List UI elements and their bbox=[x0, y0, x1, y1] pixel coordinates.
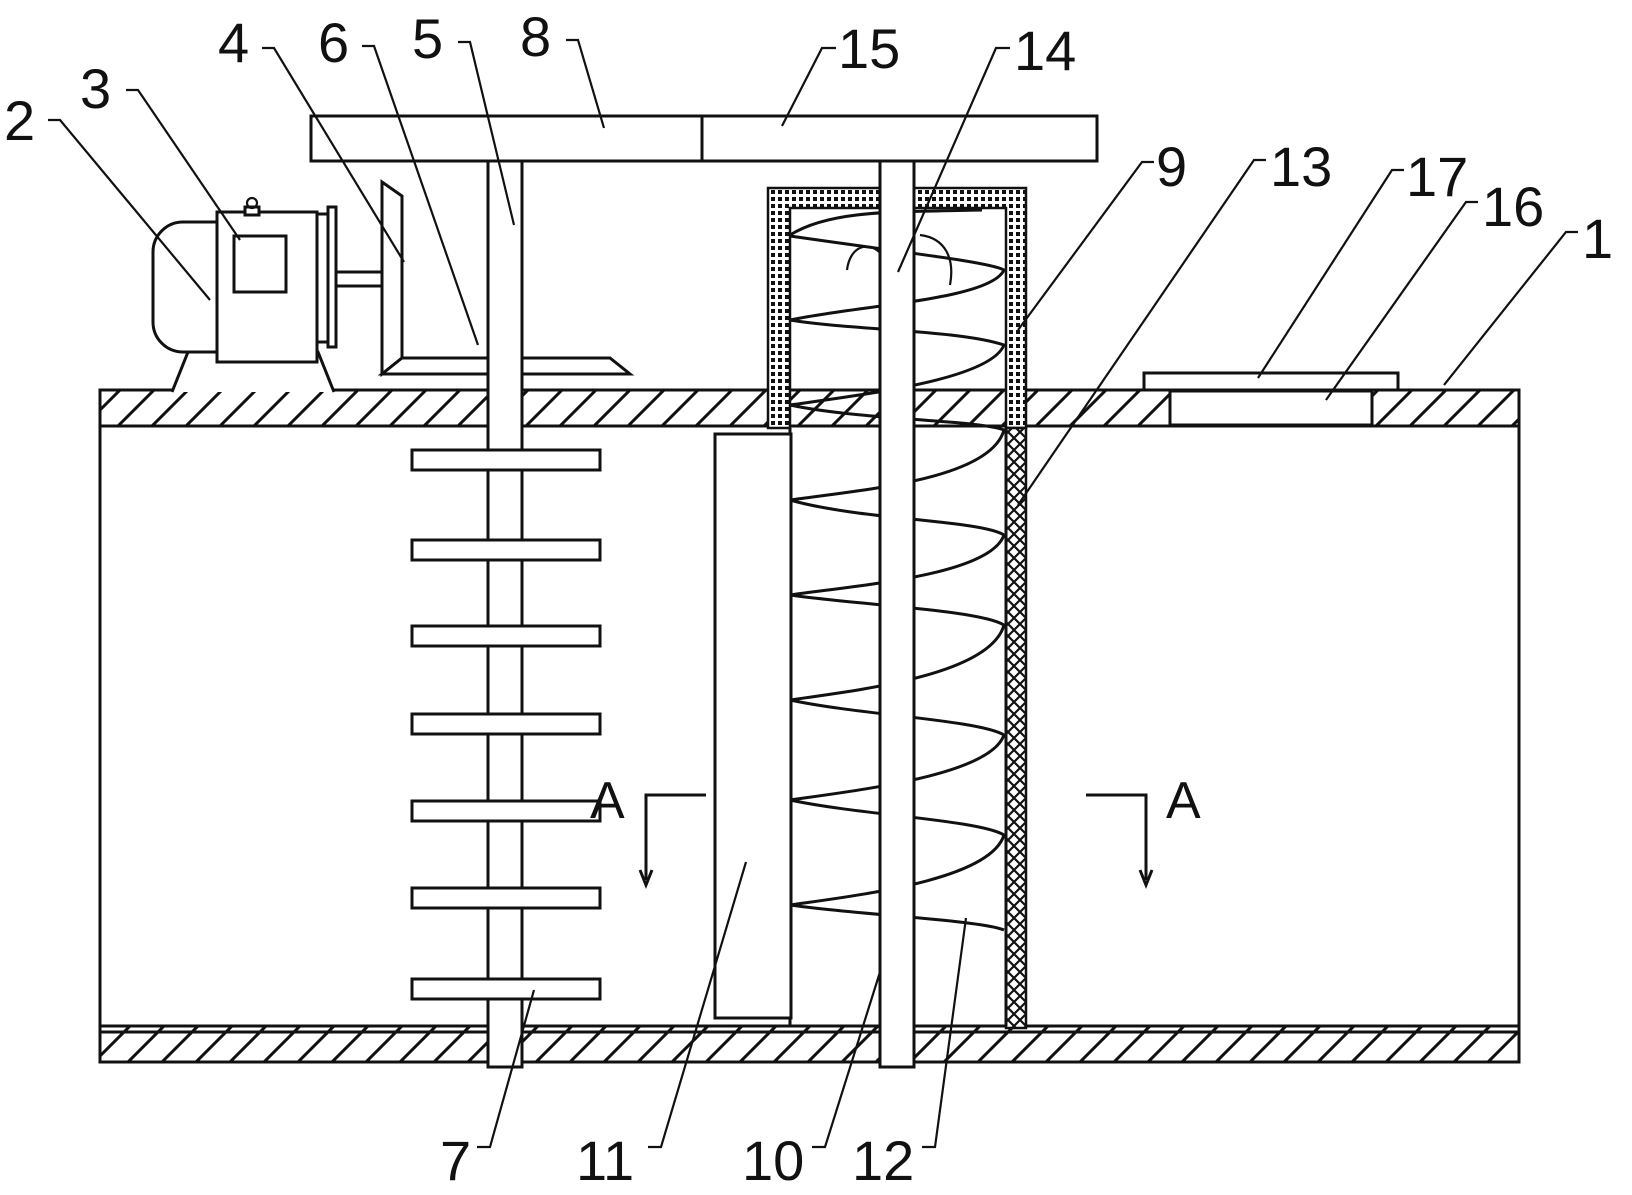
label-1: 1 bbox=[1582, 207, 1613, 270]
motor-shaft bbox=[334, 270, 388, 288]
label-12: 12 bbox=[852, 1129, 914, 1192]
label-13: 13 bbox=[1270, 135, 1332, 198]
label-5: 5 bbox=[412, 7, 443, 70]
blade bbox=[410, 977, 602, 1001]
stirring-shaft bbox=[486, 159, 524, 1069]
blade bbox=[410, 712, 602, 736]
blade bbox=[410, 886, 602, 910]
blade bbox=[410, 799, 602, 823]
bevel-gear-driving bbox=[380, 179, 404, 378]
feed-opening bbox=[1168, 389, 1374, 427]
section-label-left: A bbox=[590, 772, 625, 830]
label-11: 11 bbox=[576, 1129, 634, 1192]
screw-shaft bbox=[878, 159, 916, 1069]
label-3: 3 bbox=[80, 57, 111, 120]
stirring-blades bbox=[410, 448, 602, 1001]
leader-lines bbox=[48, 38, 1578, 1149]
section-mark-left: A bbox=[590, 772, 706, 890]
blade bbox=[410, 448, 602, 472]
label-16: 16 bbox=[1482, 175, 1544, 238]
filter-screen bbox=[1004, 426, 1028, 1030]
label-10: 10 bbox=[742, 1129, 804, 1192]
motor bbox=[151, 196, 388, 364]
bearing-arc bbox=[845, 245, 883, 271]
label-15: 15 bbox=[838, 17, 900, 80]
label-9: 9 bbox=[1156, 135, 1187, 198]
section-mark-right: A bbox=[1086, 772, 1201, 890]
reference-numerals: 2 3 4 6 5 8 15 14 9 13 17 16 1 7 11 10 1… bbox=[4, 5, 1613, 1192]
label-7: 7 bbox=[440, 1129, 471, 1192]
label-8: 8 bbox=[520, 5, 551, 68]
label-14: 14 bbox=[1014, 19, 1076, 82]
top-transmission-plate bbox=[309, 114, 1099, 163]
tank-body bbox=[98, 388, 1521, 1064]
label-2: 2 bbox=[4, 89, 35, 152]
label-6: 6 bbox=[318, 11, 349, 74]
blade bbox=[410, 624, 602, 648]
label-17: 17 bbox=[1406, 145, 1468, 208]
feed-cover bbox=[1142, 371, 1400, 392]
blade bbox=[410, 538, 602, 562]
label-4: 4 bbox=[218, 11, 249, 74]
tank-bottom-wall bbox=[98, 1024, 1521, 1064]
cylinder-top-cover bbox=[766, 186, 1028, 430]
section-label-right: A bbox=[1166, 772, 1201, 830]
